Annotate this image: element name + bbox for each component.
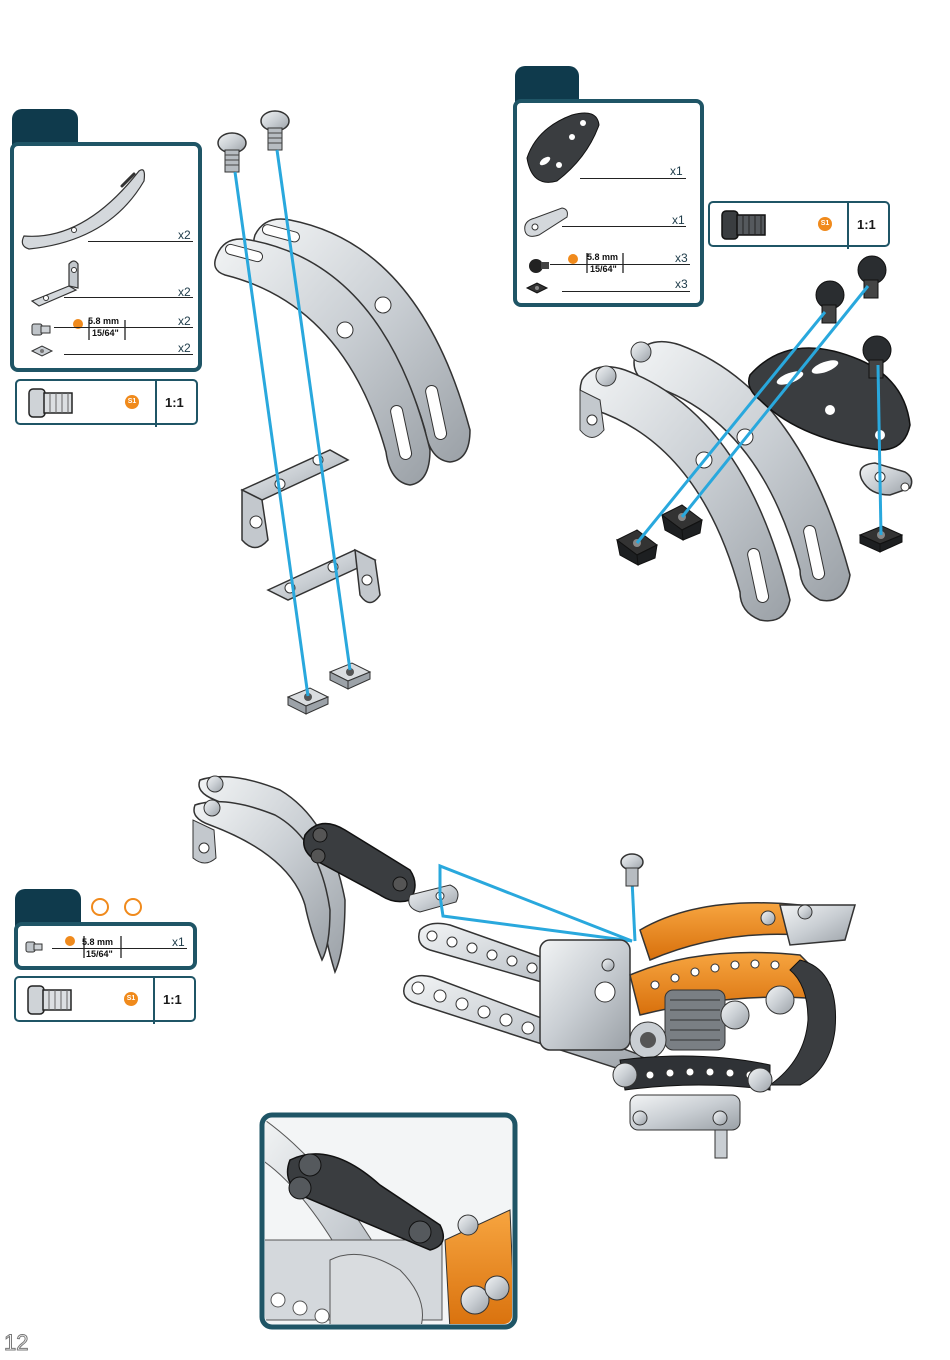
step-b-illustration	[580, 256, 912, 621]
screw-icon	[218, 133, 246, 172]
angle-bracket-icon	[268, 550, 380, 603]
motor-frame	[540, 903, 855, 1158]
black-nut-icon	[662, 505, 702, 540]
small-bracket-icon	[409, 885, 458, 912]
step-c-illustration	[193, 776, 855, 1158]
curved-strip-icon	[193, 776, 345, 972]
curved-strip-icon	[215, 219, 470, 485]
detail-inset	[262, 1115, 515, 1330]
screw-icon	[621, 854, 643, 886]
small-bracket-icon	[860, 463, 911, 495]
page-number: 12	[4, 1330, 28, 1356]
step-a-illustration	[215, 111, 470, 714]
black-nut-icon	[617, 530, 657, 565]
screw-icon	[261, 111, 289, 150]
